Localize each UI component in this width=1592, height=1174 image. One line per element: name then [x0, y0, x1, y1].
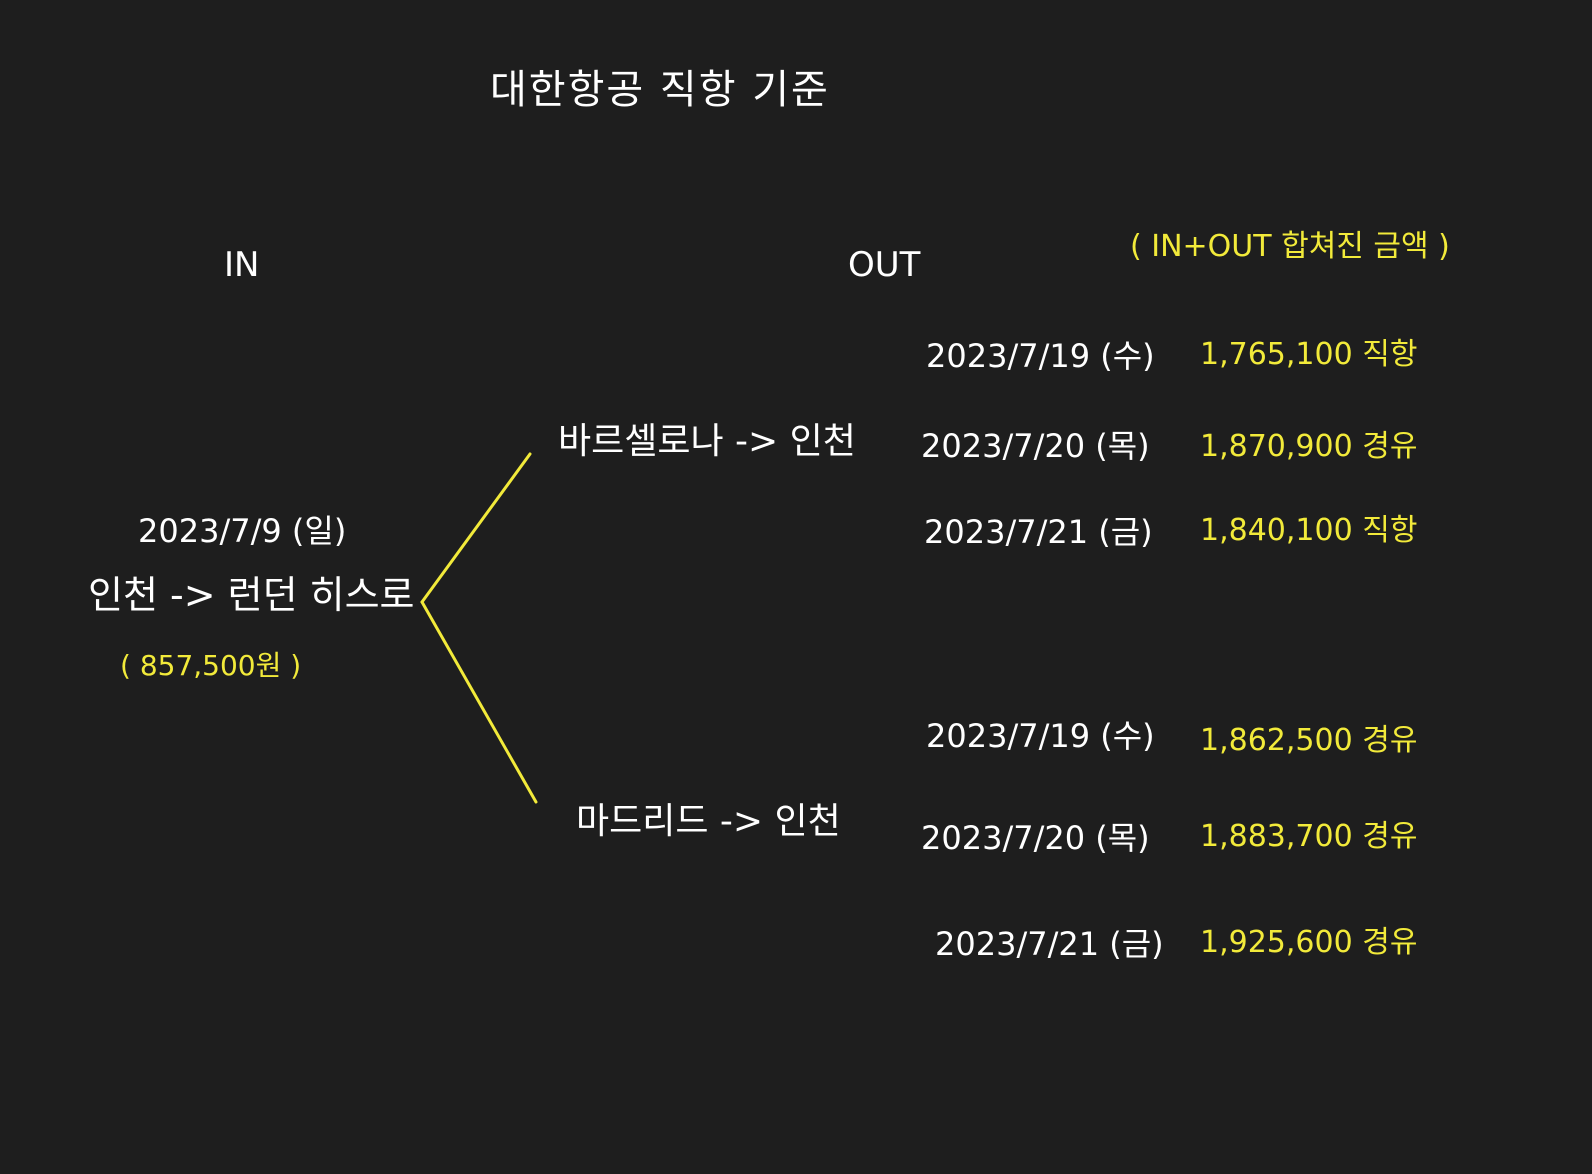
option-price: 1,862,500 경유: [1200, 723, 1418, 758]
option-date: 2023/7/20 (목): [921, 427, 1150, 465]
header-note: ( IN+OUT 합쳐진 금액 ): [1130, 229, 1450, 264]
connector-line-madrid: [420, 600, 538, 804]
option-date: 2023/7/19 (수): [926, 717, 1155, 755]
header-in: IN: [224, 245, 260, 285]
page-title: 대한항공 직항 기준: [490, 67, 830, 113]
option-date: 2023/7/20 (목): [921, 819, 1150, 857]
header-out: OUT: [848, 245, 921, 285]
option-date: 2023/7/21 (금): [924, 513, 1153, 551]
option-price: 1,765,100 직항: [1200, 337, 1418, 372]
option-price: 1,925,600 경유: [1200, 925, 1418, 960]
inbound-route: 인천 -> 런던 히스로: [88, 573, 415, 617]
inbound-date: 2023/7/9 (일): [138, 512, 347, 550]
option-price: 1,883,700 경유: [1200, 819, 1418, 854]
option-date: 2023/7/21 (금): [935, 925, 1164, 963]
option-price: 1,870,900 경유: [1200, 429, 1418, 464]
option-date: 2023/7/19 (수): [926, 337, 1155, 375]
option-price: 1,840,100 직항: [1200, 513, 1418, 548]
inbound-price: ( 857,500원 ): [120, 649, 302, 682]
branch-route-madrid: 마드리드 -> 인천: [576, 801, 841, 842]
branch-route-barcelona: 바르셀로나 -> 인천: [558, 421, 856, 462]
connector-line-barcelona: [420, 452, 532, 604]
